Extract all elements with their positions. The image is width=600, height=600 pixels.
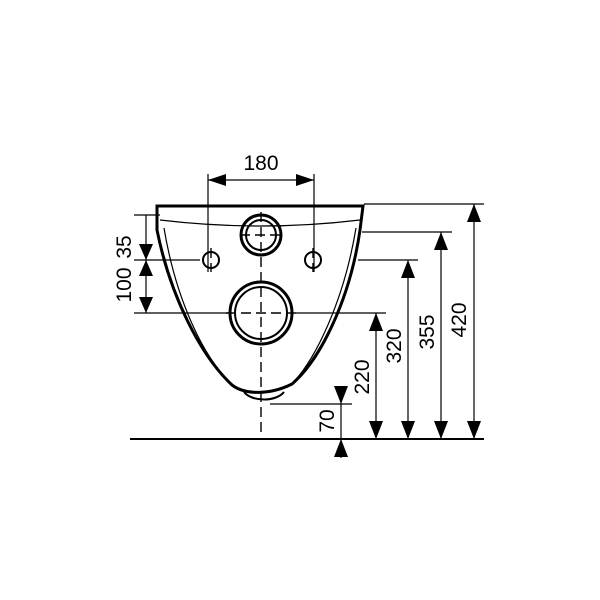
dim-420-arrow-bottom: [467, 421, 481, 439]
toilet-outlet-lip: [243, 391, 285, 401]
dim-420-arrow-top: [467, 204, 481, 222]
dim-320-arrow-top: [401, 260, 415, 278]
dim-70-arrow-bottom: [334, 439, 348, 457]
lower-offset-arrow-bottom: [139, 297, 153, 313]
dim-320-arrow-bottom: [401, 421, 415, 439]
top-height-label: 420: [448, 302, 471, 337]
dim-70-arrow-top: [334, 386, 348, 404]
spacing-arrow-left: [208, 174, 226, 186]
toilet-bowl-outline: [155, 204, 365, 394]
drain-height-label: 320: [383, 328, 406, 363]
dim-220-arrow-top: [369, 313, 383, 331]
dim-355-arrow-bottom: [434, 421, 448, 439]
toilet-top-rim: [159, 219, 361, 227]
toilet-inner-contour: [163, 227, 357, 387]
spacing-arrow-right: [296, 174, 314, 186]
lower-offset-label: 100: [113, 267, 136, 302]
upper-offset-arrow-top: [139, 244, 153, 260]
dim-220-arrow-bottom: [369, 421, 383, 439]
outlet-gap-label: 70: [316, 409, 339, 432]
outlet-height-label: 220: [351, 359, 374, 394]
spacing-label: 180: [243, 152, 278, 175]
upper-offset-arrow-bottom: [139, 260, 153, 276]
upper-offset-label: 35: [113, 235, 136, 258]
dim-355-arrow-top: [434, 232, 448, 250]
fixing-height-label: 355: [416, 314, 439, 349]
